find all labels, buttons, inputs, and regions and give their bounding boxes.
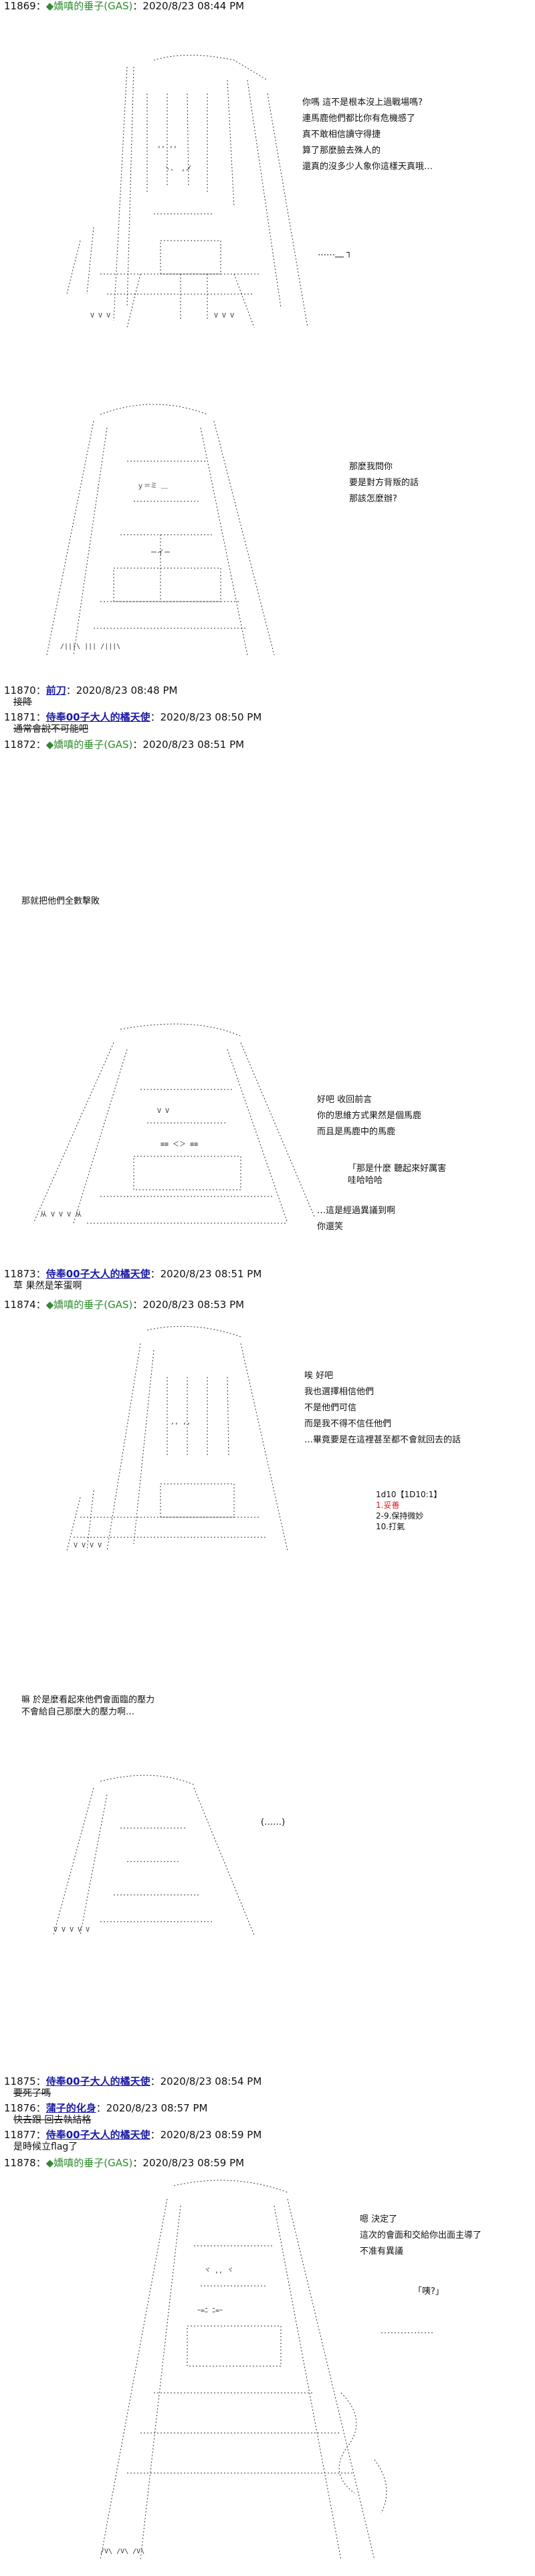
dialog-4-aside-2: …這是經過異議到啊 你還笑 xyxy=(317,1206,396,1232)
svg-text:≡≡ ＜＞ ≡≡: ≡≡ ＜＞ ≡≡ xyxy=(160,1141,198,1148)
svg-text:从 V V V 从: 从 V V V 从 xyxy=(40,1211,82,1218)
reply-text: 快去跟 回去執結格 xyxy=(13,2115,92,2126)
post-header-11876: 11876：蒲子的化身：2020/8/23 08:57 PM xyxy=(4,2102,208,2114)
svg-text:ｰ=ﾆ ﾆ=ｰ: ｰ=ﾆ ﾆ=ｰ xyxy=(197,2307,223,2315)
svg-text:V V V: V V V xyxy=(214,312,234,319)
reply-text: 草 果然是笨蛋啊 xyxy=(13,1281,82,1291)
ascii-art-figure-2-drawing: ｙ＝ミ ＿ ーイー /|||\ ||| /|||\ xyxy=(46,404,275,656)
dialog-1: 你嗎 這不是根本沒上過戰場嗎? 連馬鹿他們都比你有危機感了 真不敢相信讀守得捷 … xyxy=(302,95,433,175)
dialog-line: 真不敢相信讀守得捷 xyxy=(302,130,381,140)
post-header-11870: 11870：前刀：2020/8/23 08:48 PM xyxy=(4,684,178,696)
post-author: 嬌嗔的垂子(GAS) xyxy=(54,0,133,12)
post-number: 11869 xyxy=(4,0,36,12)
dialog-7: 嗯 決定了 這次的會面和交給你出面主導了 不准有異議 xyxy=(360,2214,482,2257)
ascii-art-figure-3-drawing: V V ≡≡ ＜＞ ≡≡ 从 V V V 从 xyxy=(33,1023,315,1224)
dialog-3: 那就把他們全數擊敗 xyxy=(21,896,100,906)
post-author-link[interactable]: 侍奉00子大人的橘天使 xyxy=(45,1268,150,1280)
dialog-line: 連馬鹿他們都比你有危機感了 xyxy=(302,114,416,124)
ascii-art-figure-4-drawing: ,, ,, V V V V xyxy=(66,1325,288,1551)
post-time: 2020/8/23 08:44 PM xyxy=(142,0,245,12)
trip-diamond: ◆ xyxy=(45,0,54,12)
dialog-line: 你嗎 這不是根本沒上過戰場嗎? xyxy=(302,98,423,108)
svg-text:ーイー: ーイー xyxy=(150,549,171,557)
svg-text:V V V: V V V xyxy=(90,312,110,319)
dialog-4-aside: 「那是什麼 聽起來好厲害 哇哈哈哈 xyxy=(348,1164,447,1186)
post-header-11877: 11877：侍奉00子大人的橘天使：2020/8/23 08:59 PM xyxy=(4,2129,262,2141)
post-author-link[interactable]: 蒲子的化身 xyxy=(45,2102,96,2114)
ascii-art-figure-4: ,, ,, V V V V xyxy=(40,1323,308,1557)
post-author-link[interactable]: 侍奉00子大人的橘天使 xyxy=(45,2075,150,2087)
svg-text:V V V V V: V V V V V xyxy=(54,1926,90,1934)
dialog-1-side: ……__ ┐ xyxy=(318,248,352,258)
ascii-art-figure-5-drawing: V V V V V xyxy=(53,1775,255,1936)
post-header-11873: 11873：侍奉00子大人的橘天使：2020/8/23 08:51 PM xyxy=(4,1268,262,1280)
svg-text:V V V V: V V V V xyxy=(74,1542,102,1549)
svg-text:ヽ、 ,ノ: ヽ、 ,ノ xyxy=(164,165,192,172)
dialog-7-aside: 「咦?」 xyxy=(413,2287,444,2297)
dialog-6-bubble: (……) xyxy=(261,1817,286,1827)
ascii-art-figure-1: ,, ,, ヽ、 ,ノ V V V V V V xyxy=(13,53,361,334)
svg-text:ｙ＝ミ ＿: ｙ＝ミ ＿ xyxy=(137,483,168,490)
ascii-art-figure-2: ｙ＝ミ ＿ ーイー /|||\ ||| /|||\ xyxy=(20,401,314,662)
ascii-art-figure-3: V V ≡≡ ＜＞ ≡≡ 从 V V V 从 xyxy=(20,1023,334,1243)
post-header-11878: 11878：◆嬌嗔的垂子(GAS)：2020/8/23 08:59 PM xyxy=(4,2157,245,2169)
post-header-11871: 11871：侍奉00子大人的橘天使：2020/8/23 08:50 PM xyxy=(4,711,262,723)
ascii-art-figure-1-drawing: ,, ,, ヽ、 ,ノ V V V V V V xyxy=(66,55,308,328)
dialog-2: 那麼我問你 要是對方背叛的話 那該怎麼辦? xyxy=(349,462,419,504)
reply-text: 是時候立flag了 xyxy=(13,2142,78,2152)
reply-text: 接降 xyxy=(13,697,32,708)
post-header-11874: 11874：◆嬌嗔的垂子(GAS)：2020/8/23 08:53 PM xyxy=(4,1299,245,1311)
post-author-link[interactable]: 侍奉00子大人的橘天使 xyxy=(45,2129,150,2141)
svg-text:/V\ /V\ /V\: /V\ /V\ /V\ xyxy=(100,2548,144,2555)
post-author-link[interactable]: 侍奉00子大人的橘天使 xyxy=(45,711,150,723)
dice-roll-box: 1d10【1D10:1】 1.妥善 2-9.保持微妙 10.打氣 xyxy=(376,1490,442,1531)
svg-text:/|||\ ||| /|||\: /|||\ ||| /|||\ xyxy=(60,643,120,650)
post-header-11875: 11875：侍奉00子大人的橘天使：2020/8/23 08:54 PM xyxy=(4,2075,262,2087)
post-author-link[interactable]: 前刀 xyxy=(45,684,66,696)
svg-text:V V: V V xyxy=(157,1108,169,1115)
dialog-6: 嘛 於是麼看起來他們會面臨的壓力 不會給自己那麼大的壓力啊… xyxy=(21,1695,155,1717)
svg-text:,, ,,: ,, ,, xyxy=(171,1418,191,1426)
ascii-art-figure-6: ヾ ,, ヾ ｰ=ﾆ ﾆ=ｰ /V\ /V\ /V\ xyxy=(60,2179,461,2567)
reply-text: 要死了嗎 xyxy=(13,2088,51,2099)
ascii-art-figure-6-drawing: ヾ ,, ヾ ｰ=ﾆ ﾆ=ｰ /V\ /V\ /V\ xyxy=(100,2180,435,2561)
dialog-5: 唉 好吧 我也選擇相信他們 不是他們可信 而是我不得不信任他們 …畢竟要是在這裡… xyxy=(304,1371,461,1445)
dialog-4: 好吧 收回前言 你的思維方式果然是個馬鹿 而且是馬鹿中的馬鹿 xyxy=(317,1095,422,1137)
dialog-line: 算了那麼臉去殊人的 xyxy=(302,146,381,156)
dialog-line: 還真的沒多少人象你這樣天真哦… xyxy=(302,162,433,172)
ascii-art-figure-5: V V V V V xyxy=(40,1775,281,1942)
post-header-11872: 11872：◆嬌嗔的垂子(GAS)：2020/8/23 08:51 PM xyxy=(4,739,245,751)
post-header-11869: 11869：◆嬌嗔的垂子(GAS)：2020/8/23 08:44 PM xyxy=(4,0,245,12)
svg-text:ヾ ,, ヾ: ヾ ,, ヾ xyxy=(204,2267,233,2275)
svg-text:,, ,,: ,, ,, xyxy=(157,142,177,149)
reply-text: 通常會說不可能吧 xyxy=(13,724,88,735)
